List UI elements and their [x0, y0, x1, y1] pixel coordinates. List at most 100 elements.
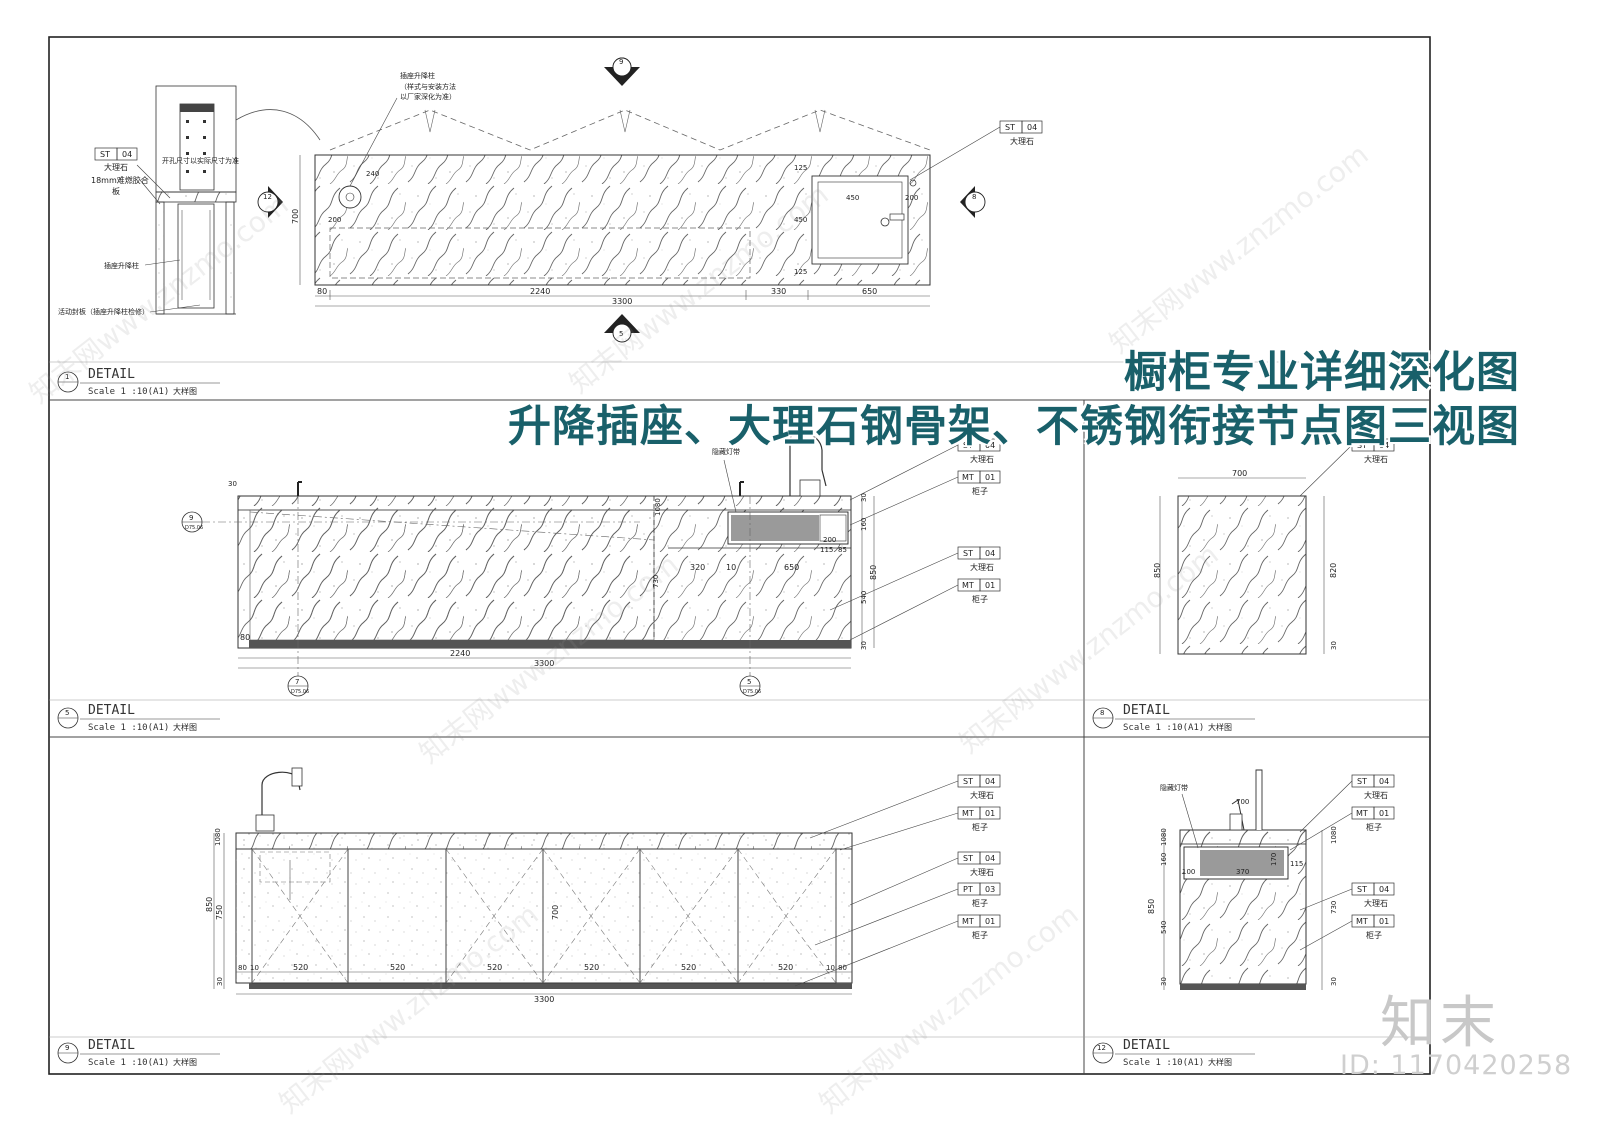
p1-note-panel: 活动封板（插座升降柱检修）	[58, 307, 149, 316]
p1-dim-450a: 450	[794, 216, 807, 224]
svg-text:5: 5	[619, 330, 623, 338]
svg-text:7: 7	[295, 678, 299, 686]
p12-note-light: 隐藏灯带	[1160, 783, 1188, 792]
p12-number: 12	[1097, 1044, 1106, 1052]
p12-dim-100: 100	[1182, 868, 1195, 876]
panel-1-plan: ST 04 大理石 18mm难燃胶合 板 开孔尺寸以实际尺寸为准 插座升降柱 活…	[57, 57, 1043, 397]
svg-text:MT: MT	[962, 581, 974, 590]
p5-dim-1080: 1080	[654, 498, 662, 516]
p5-detail: DETAIL	[88, 703, 135, 718]
svg-text:D75.06: D75.06	[185, 525, 203, 531]
svg-text:04: 04	[985, 854, 995, 863]
p1-dim-2240: 2240	[530, 287, 550, 296]
svg-text:ST: ST	[963, 854, 973, 863]
p1-sample: 大样图	[173, 386, 197, 396]
p1-tag-st-num: 04	[122, 150, 132, 159]
p1-callout-top: 9	[604, 57, 640, 86]
p5-dim-320: 320	[690, 563, 705, 572]
p1-note-socket-title: 插座升降柱	[400, 71, 435, 80]
p5-dim-850: 850	[869, 565, 878, 580]
p5-sample: 大样图	[173, 722, 197, 732]
p5-dim-80: 80	[240, 633, 250, 642]
p9-dim-1080: 1080	[214, 828, 222, 846]
p12-dim-850: 850	[1147, 899, 1156, 914]
p12-tag-mt-b: MT 01 柜子	[1351, 914, 1395, 940]
p1-callout-bottom: 5	[604, 314, 640, 343]
p5-callout-b7: 7 D75.06	[287, 496, 309, 697]
p5-dim-85: 85	[838, 546, 847, 554]
p1-dim-700: 700	[291, 209, 300, 224]
p9-tag-st-a: ST 04 大理石	[957, 774, 1001, 800]
p5-dim-115: 115	[820, 546, 833, 554]
svg-text:01: 01	[985, 809, 995, 818]
svg-text:大理石: 大理石	[1364, 454, 1388, 464]
p5-tag-mt-b: MT 01 柜子	[957, 578, 1001, 604]
panel-5-elevation: 隐藏灯带 ST 04 大理石 MT 01 柜子 ST 04 大理石 MT 0	[57, 432, 1001, 733]
p5-dim-10: 10	[726, 563, 736, 572]
p5-dim-3300: 3300	[534, 659, 554, 668]
p9-tag-mt-a: MT 01 柜子	[957, 806, 1001, 832]
svg-text:01: 01	[1379, 917, 1389, 926]
svg-text:柜子: 柜子	[972, 930, 988, 940]
p5-dim-730: 730	[652, 575, 660, 588]
panel-12-section: 隐藏灯带 ST 04 大理石 MT 01 柜子 ST 04 大理石 MT	[1092, 769, 1395, 1068]
p1-note-board2: 板	[112, 186, 120, 196]
svg-text:大理石: 大理石	[970, 562, 994, 572]
svg-text:MT: MT	[962, 473, 974, 482]
p12-scale: Scale 1 :10(A1)	[1123, 1058, 1204, 1068]
sheet-border	[48, 36, 1431, 1075]
title-line-2: 升降插座、大理石钢骨架、不锈钢衔接节点图三视图	[508, 402, 1520, 452]
svg-text:01: 01	[1379, 809, 1389, 818]
p5-dim-160: 160	[860, 518, 868, 531]
panel-8-side: 700 850 820 30 ST 04 大理石 8 DETAIL Scale …	[1092, 438, 1395, 733]
p12-dim-1080b: 1080	[1330, 826, 1338, 844]
svg-text:9: 9	[619, 58, 623, 66]
p5-callout-left: 9 D75.06	[181, 511, 203, 533]
p1-dim-450b: 450	[846, 194, 859, 202]
svg-text:ST: ST	[1357, 441, 1367, 450]
p8-dim-700: 700	[1232, 469, 1247, 478]
svg-text:PT: PT	[963, 885, 973, 894]
p12-tag-st-a: ST 04 大理石	[1351, 774, 1395, 800]
p1-dim-3300: 3300	[612, 297, 632, 306]
svg-text:12: 12	[263, 193, 272, 201]
p1-note-hole: 开孔尺寸以实际尺寸为准	[162, 156, 239, 165]
p8-number: 8	[1100, 709, 1104, 717]
svg-text:柜子: 柜子	[972, 822, 988, 832]
p9-dim-80b: 80	[838, 964, 847, 972]
p9-dim-30: 30	[216, 977, 224, 986]
p1-note-board1: 18mm难燃胶合	[91, 175, 149, 185]
p12-tag-mt-a: MT 01 柜子	[1351, 806, 1395, 832]
p9-tag-mt-b: MT 01 柜子	[957, 914, 1001, 940]
svg-text:01: 01	[985, 917, 995, 926]
p5-note-light: 隐藏灯带	[712, 447, 740, 456]
title-line-1: 橱柜专业详细深化图	[1124, 348, 1520, 398]
svg-text:ST: ST	[963, 549, 973, 558]
p1-dim-125b: 125	[794, 268, 807, 276]
svg-text:01: 01	[985, 581, 995, 590]
svg-text:柜子: 柜子	[972, 898, 988, 908]
svg-text:MT: MT	[1356, 809, 1368, 818]
svg-text:大理石: 大理石	[970, 867, 994, 877]
p1-tag-st: ST	[100, 150, 110, 159]
p1-tag-st-right: ST	[1005, 123, 1015, 132]
svg-text:04: 04	[1379, 777, 1389, 786]
p9-tag-pt: PT 03 柜子	[957, 882, 1001, 908]
p1-note-marble: 大理石	[104, 162, 128, 172]
svg-text:柜子: 柜子	[972, 594, 988, 604]
svg-text:柜子: 柜子	[1366, 822, 1382, 832]
p8-scale: Scale 1 :10(A1)	[1123, 723, 1204, 733]
p9-scale: Scale 1 :10(A1)	[88, 1058, 169, 1068]
p12-tag-st-b: ST 04 大理石	[1351, 882, 1395, 908]
p5-dim-30b: 30	[860, 641, 868, 650]
p9-dim-750: 750	[215, 905, 224, 920]
p9-dim-700: 700	[551, 905, 560, 920]
panel-9-doors: ST 04 大理石 MT 01 柜子 ST 04 大理石 PT 03 柜子	[57, 767, 1001, 1068]
image-id: ID: 1170420258	[1340, 1050, 1573, 1081]
p12-dim-115: 115	[1290, 860, 1303, 868]
p9-number: 9	[65, 1044, 69, 1052]
svg-text:D75.06: D75.06	[743, 689, 761, 695]
p1-dim-125a: 125	[794, 164, 807, 172]
svg-text:04: 04	[1379, 885, 1389, 894]
